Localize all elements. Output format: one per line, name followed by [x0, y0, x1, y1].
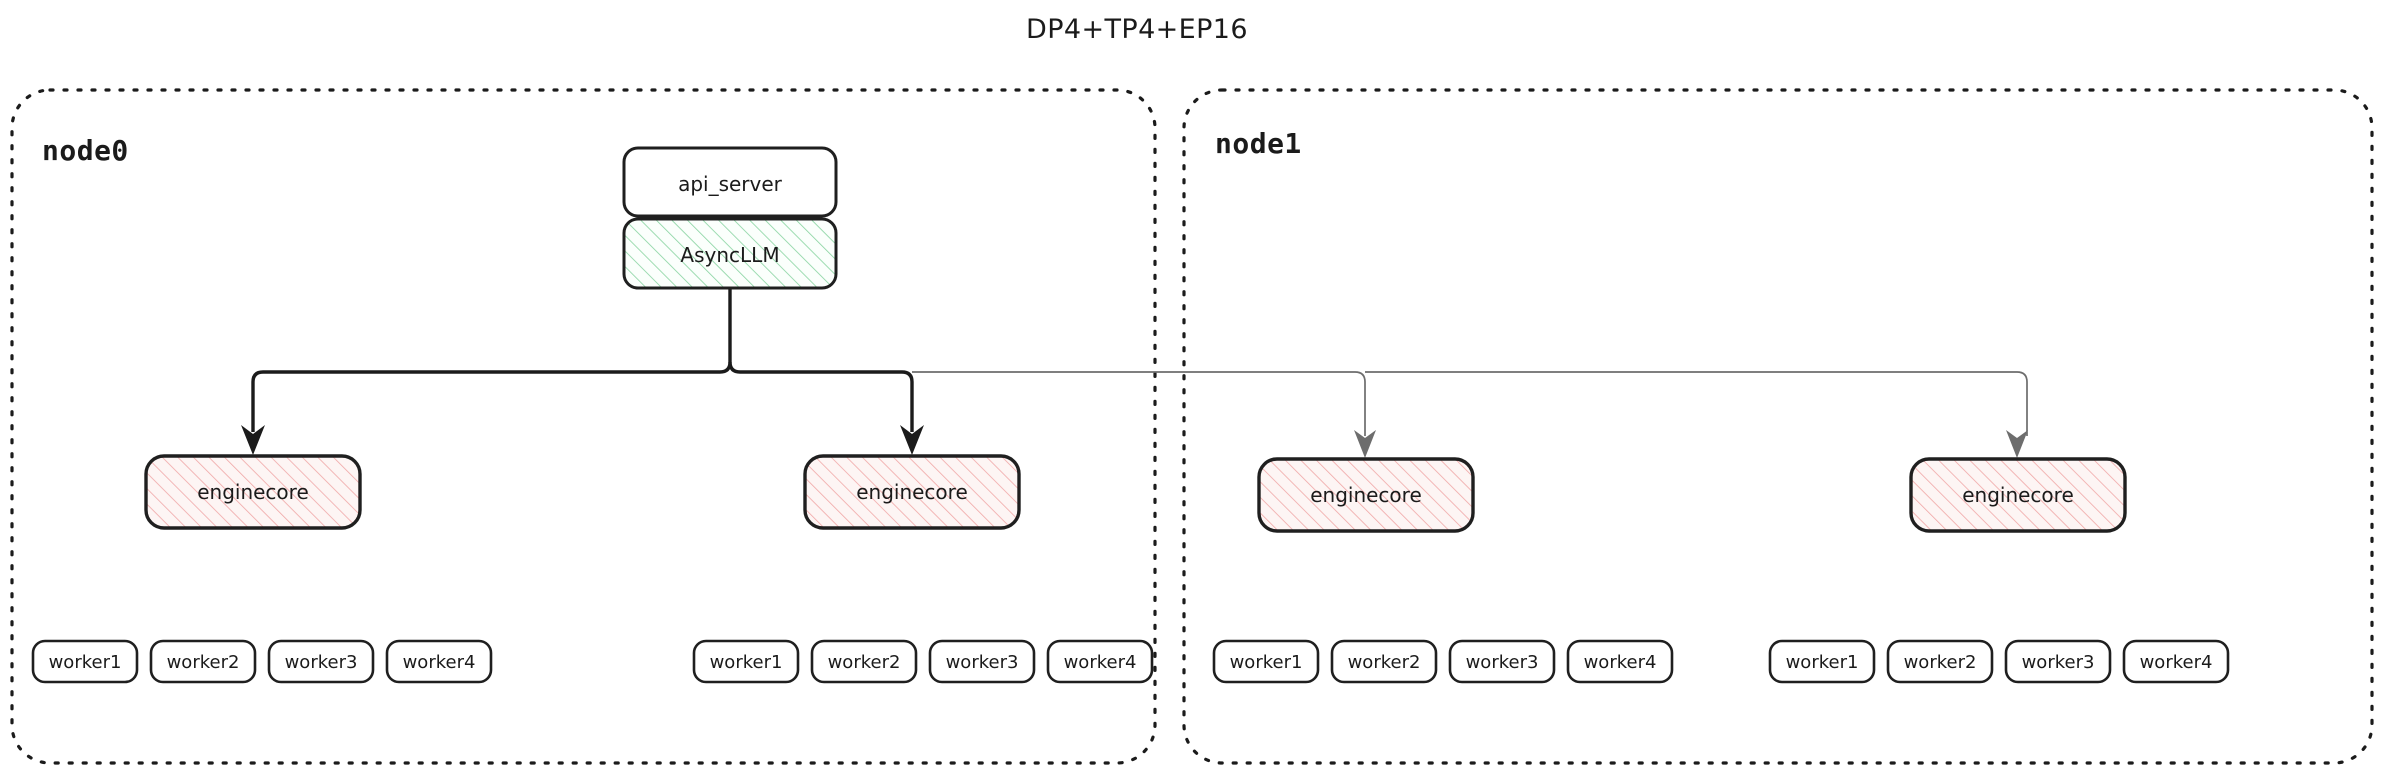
enginecore-node1-1[interactable]: enginecore: [1909, 457, 2127, 533]
worker-label: worker2: [1348, 652, 1421, 673]
worker-node1-0-3[interactable]: worker4: [1566, 639, 1674, 684]
worker-node1-1-0[interactable]: worker1: [1768, 639, 1876, 684]
worker-label: worker4: [1584, 652, 1657, 673]
arrowhead-node1-engine1: [2006, 430, 2028, 458]
worker-node0-1-2[interactable]: worker3: [928, 639, 1036, 684]
worker-node0-0-0[interactable]: worker1: [31, 639, 139, 684]
worker-node1-1-3[interactable]: worker4: [2122, 639, 2230, 684]
worker-node1-0-1[interactable]: worker2: [1330, 639, 1438, 684]
arrowhead-node1-engine0: [1354, 430, 1376, 458]
enginecore-label: enginecore: [856, 480, 968, 504]
async-llm-label: AsyncLLM: [680, 243, 779, 267]
enginecore-box[interactable]: [1909, 457, 2127, 533]
node0-label: node0: [42, 134, 129, 167]
worker-label: worker1: [49, 652, 122, 673]
worker-node1-1-2[interactable]: worker3: [2004, 639, 2112, 684]
worker-label: worker2: [828, 652, 901, 673]
edge-stem: [728, 288, 741, 374]
edge-to-node0-engine1: [740, 370, 914, 432]
worker-label: worker1: [1230, 652, 1303, 673]
worker-box[interactable]: [1448, 639, 1556, 684]
worker-node0-0-2[interactable]: worker3: [267, 639, 375, 684]
node0-frame: [10, 88, 1157, 765]
worker-box[interactable]: [810, 639, 918, 684]
worker-box[interactable]: [1886, 639, 1994, 684]
worker-label: worker3: [2022, 652, 2095, 673]
edge-to-node1-engine1: [1365, 371, 2028, 436]
worker-label: worker4: [1064, 652, 1137, 673]
worker-label: worker1: [710, 652, 783, 673]
worker-box[interactable]: [2122, 639, 2230, 684]
enginecore-label: enginecore: [1310, 483, 1422, 507]
worker-box[interactable]: [1046, 639, 1154, 684]
node1-label: node1: [1215, 127, 1302, 160]
page-title: DP4+TP4+EP16: [1026, 14, 1248, 45]
worker-label: worker2: [167, 652, 240, 673]
worker-group-node0-1: worker1 worker2 worker3 worker4: [692, 639, 1154, 684]
worker-node1-1-1[interactable]: worker2: [1886, 639, 1994, 684]
worker-label: worker1: [1786, 652, 1859, 673]
edge-to-node1-engine0: [912, 371, 1366, 436]
worker-box[interactable]: [1330, 639, 1438, 684]
worker-node0-0-1[interactable]: worker2: [149, 639, 257, 684]
worker-group-node0-0: worker1 worker2 worker3 worker4: [31, 639, 493, 684]
worker-label: worker3: [285, 652, 358, 673]
worker-label: worker4: [2140, 652, 2213, 673]
api-server-box[interactable]: [622, 146, 838, 218]
enginecore-label: enginecore: [197, 480, 309, 504]
enginecore-box[interactable]: [144, 454, 362, 530]
arrowhead-node0-engine0: [241, 425, 265, 455]
worker-group-node1-1: worker1 worker2 worker3 worker4: [1768, 639, 2230, 684]
worker-group-node1-0: worker1 worker2 worker3 worker4: [1212, 639, 1674, 684]
worker-node0-1-0[interactable]: worker1: [692, 639, 800, 684]
worker-label: worker4: [403, 652, 476, 673]
api-server-node[interactable]: api_server: [622, 146, 838, 218]
async-llm-box[interactable]: [622, 217, 838, 290]
worker-node0-1-1[interactable]: worker2: [810, 639, 918, 684]
enginecore-node0-1[interactable]: enginecore: [803, 454, 1021, 530]
worker-box[interactable]: [2004, 639, 2112, 684]
worker-label: worker3: [1466, 652, 1539, 673]
edge-to-node0-engine0: [251, 361, 732, 432]
node-container-node1: node1: [1182, 88, 2374, 765]
enginecore-node1-0[interactable]: enginecore: [1257, 457, 1475, 533]
worker-box[interactable]: [1212, 639, 1320, 684]
worker-box[interactable]: [1768, 639, 1876, 684]
worker-box[interactable]: [928, 639, 1036, 684]
worker-label: worker3: [946, 652, 1019, 673]
node-container-node0: node0: [10, 88, 1157, 765]
connector-bus: [241, 288, 2028, 458]
enginecore-label: enginecore: [1962, 483, 2074, 507]
worker-node0-0-3[interactable]: worker4: [385, 639, 493, 684]
worker-box[interactable]: [692, 639, 800, 684]
worker-box[interactable]: [149, 639, 257, 684]
worker-label: worker2: [1904, 652, 1977, 673]
arrowhead-node0-engine1: [900, 425, 924, 455]
worker-box[interactable]: [267, 639, 375, 684]
worker-box[interactable]: [1566, 639, 1674, 684]
node1-frame: [1182, 88, 2374, 765]
worker-box[interactable]: [31, 639, 139, 684]
enginecore-node0-0[interactable]: enginecore: [144, 454, 362, 530]
api-server-label: api_server: [678, 172, 783, 196]
worker-node1-0-2[interactable]: worker3: [1448, 639, 1556, 684]
async-llm-node[interactable]: AsyncLLM: [622, 217, 838, 290]
worker-node0-1-3[interactable]: worker4: [1046, 639, 1154, 684]
worker-node1-0-0[interactable]: worker1: [1212, 639, 1320, 684]
enginecore-box[interactable]: [803, 454, 1021, 530]
worker-box[interactable]: [385, 639, 493, 684]
enginecore-box[interactable]: [1257, 457, 1475, 533]
